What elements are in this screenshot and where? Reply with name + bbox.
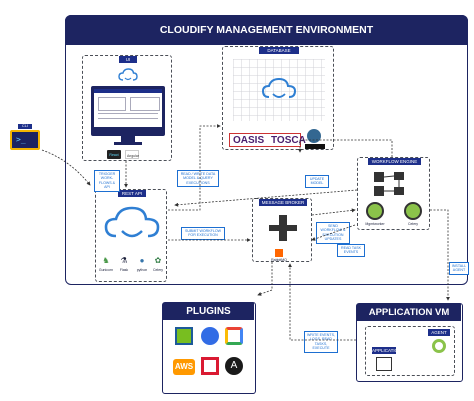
angular-logo: Angular [125,150,139,159]
cli-to-rest-line [41,149,91,186]
monitor-icon [91,86,165,136]
workflow-to-agent-line [430,209,450,301]
database-box: DATABASE OASIS TOSCA [222,46,334,150]
cloudify-cloud-icon [118,68,138,81]
ui-label: UI [119,56,137,63]
gunicorn-icon: ♞ [102,256,110,265]
application-label: APPLICATION [372,347,402,354]
plugins-panel: PLUGINS AWS A [162,302,256,394]
note-submit: SUBMIT WORKFLOW FOR EXECUTION [181,227,225,240]
broker-queue-icon [269,215,297,241]
python-icon: ● [139,256,145,265]
angular-label: Angular [126,154,140,158]
rabbitmq-icon [275,249,283,257]
celery-worker-label: Celery [407,222,419,226]
react-logo: React [107,150,121,159]
workflow-to-rest-line [174,189,358,207]
workflow-icon [374,172,404,196]
rabbitmq-label: RabbitMQ [271,258,287,262]
rest-api-label: REST API [118,190,146,197]
application-window-icon [376,357,392,371]
note-write-events: WRITE EVENTS, LOGS, READ TASKS, EXECUTE [304,331,338,353]
mgmtworker-icon [366,202,384,220]
rest-api-box: REST API ♞ ⚗ ● ✿ Gunicorn Flask python C… [95,189,167,282]
broker-to-plugins-line [257,262,273,296]
cloudify-cloud-icon [104,206,160,238]
message-broker-label: MESSAGE BROKER [259,199,307,206]
note-trigger: TRIGGER WORK-FLOWS & API [94,170,120,192]
database-label: DATABASE [259,47,299,54]
database-schema [233,59,325,121]
flask-label: Flask [119,268,129,272]
flask-icon: ⚗ [120,256,128,265]
plugins-title: PLUGINS [163,303,254,320]
message-broker-box: MESSAGE BROKER RabbitMQ [252,198,312,262]
agent-label: AGENT [428,329,450,336]
cloudify-cloud-icon [261,77,297,98]
monitor-base [114,142,142,145]
broker-to-workflow-line [311,208,356,216]
application-vm-panel: APPLICATION VM AGENT APPLICATION [356,303,463,382]
note-install-agent: INSTALL AGENT [449,262,469,275]
workflow-engine-label: WORKFLOW ENGINE [368,158,421,165]
oasis-label: OASIS [233,135,265,146]
workflow-to-broker-line [311,224,356,241]
gunicorn-label: Gunicorn [98,268,114,272]
workflow-to-db-line [298,139,393,157]
note-read-events: READ TASK EVENTS [337,244,365,257]
ansible-icon: A [225,357,243,375]
gcp-icon [225,327,243,345]
note-update-models: UPDATE MODEL [305,175,329,188]
application-vm-inner: AGENT APPLICATION [365,326,455,376]
celery-label: Celery [152,268,164,272]
openstack-icon [201,357,219,375]
python-label: python [136,268,148,272]
management-environment-title: CLOUDIFY MANAGEMENT ENVIRONMENT [65,15,468,45]
ui-box: UI React Angular [82,55,172,161]
vmware-icon [175,327,193,345]
agent-to-broker-line [288,263,356,341]
cli-prompt: >_ [16,135,26,144]
workflow-engine-box: WORKFLOW ENGINE Mgmtworker Celery [357,157,430,230]
agent-icon [432,339,446,353]
react-label: React [109,153,119,157]
tosca-label: TOSCA [271,135,306,146]
celery-worker-icon [404,202,422,220]
cli-component: CLI >_ [8,124,42,154]
terminal-icon: >_ [10,130,40,150]
monitor-stand [121,136,135,142]
postgresql-icon [307,129,321,143]
celery-icon: ✿ [154,256,162,265]
mgmtworker-label: Mgmtworker [365,222,385,226]
aws-icon: AWS [173,359,195,375]
rest-to-db-line [168,124,221,211]
note-read-write: READ / WRITE DATA MODEL & QUERY EXECUTIO… [177,170,219,188]
postgresql-plate [305,144,325,149]
application-vm-title: APPLICATION VM [357,304,461,321]
cli-label: CLI [18,124,32,129]
kubernetes-icon [201,327,219,345]
note-send-events: SEND WORKFLOW & EXECUTION UPDATES [316,222,350,244]
